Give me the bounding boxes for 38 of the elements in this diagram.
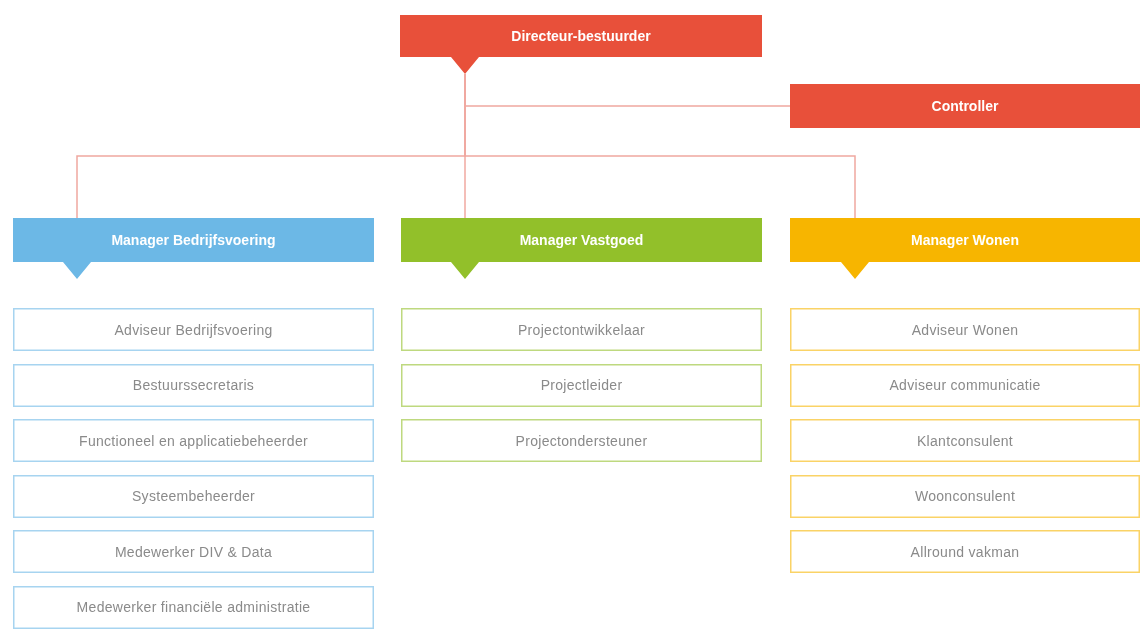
role-box [13,474,374,518]
role-title: Controller [930,97,1000,115]
role-name: Projectondersteuner [514,431,649,450]
role-box [13,585,374,629]
role-box [401,308,762,351]
role-name: Adviseur Bedrijfsvoering [113,320,274,339]
role-box [401,419,762,462]
role-title: Manager Bedrijfsvoering [110,231,277,249]
role-box [13,363,374,407]
role-name: Woonconsulent [913,487,1017,505]
role-box [790,363,1140,407]
title-box [790,84,1140,128]
title-banner [790,218,1140,279]
role-name: Klantconsulent [915,431,1014,450]
role-box [13,308,374,351]
role-name: Allround vakman [909,542,1021,561]
role-box [401,363,762,407]
role-name: Projectontwikkelaar [516,320,647,339]
role-name: Bestuurssecretaris [131,376,256,394]
role-name: Adviseur Wonen [910,320,1020,339]
title-banner [401,218,762,279]
role-title: Manager Vastgoed [518,231,645,249]
role-title: Manager Wonen [910,231,1020,249]
role-name: Adviseur communicatie [888,376,1042,394]
role-box [790,419,1140,462]
role-name: Functioneel en applicatiebeheerder [78,431,309,450]
role-box [790,530,1140,573]
title-banner [13,218,374,279]
role-box [13,419,374,462]
role-box [790,308,1140,351]
role-title: Directeur-bestuurder [510,27,652,45]
title-banner [400,15,762,74]
role-box [790,474,1140,518]
role-name: Medewerker DIV & Data [113,542,274,561]
role-name: Projectleider [539,376,624,394]
role-name: Medewerker financiële administratie [75,598,312,616]
role-name: Systeembeheerder [130,487,257,505]
role-box [13,530,374,573]
